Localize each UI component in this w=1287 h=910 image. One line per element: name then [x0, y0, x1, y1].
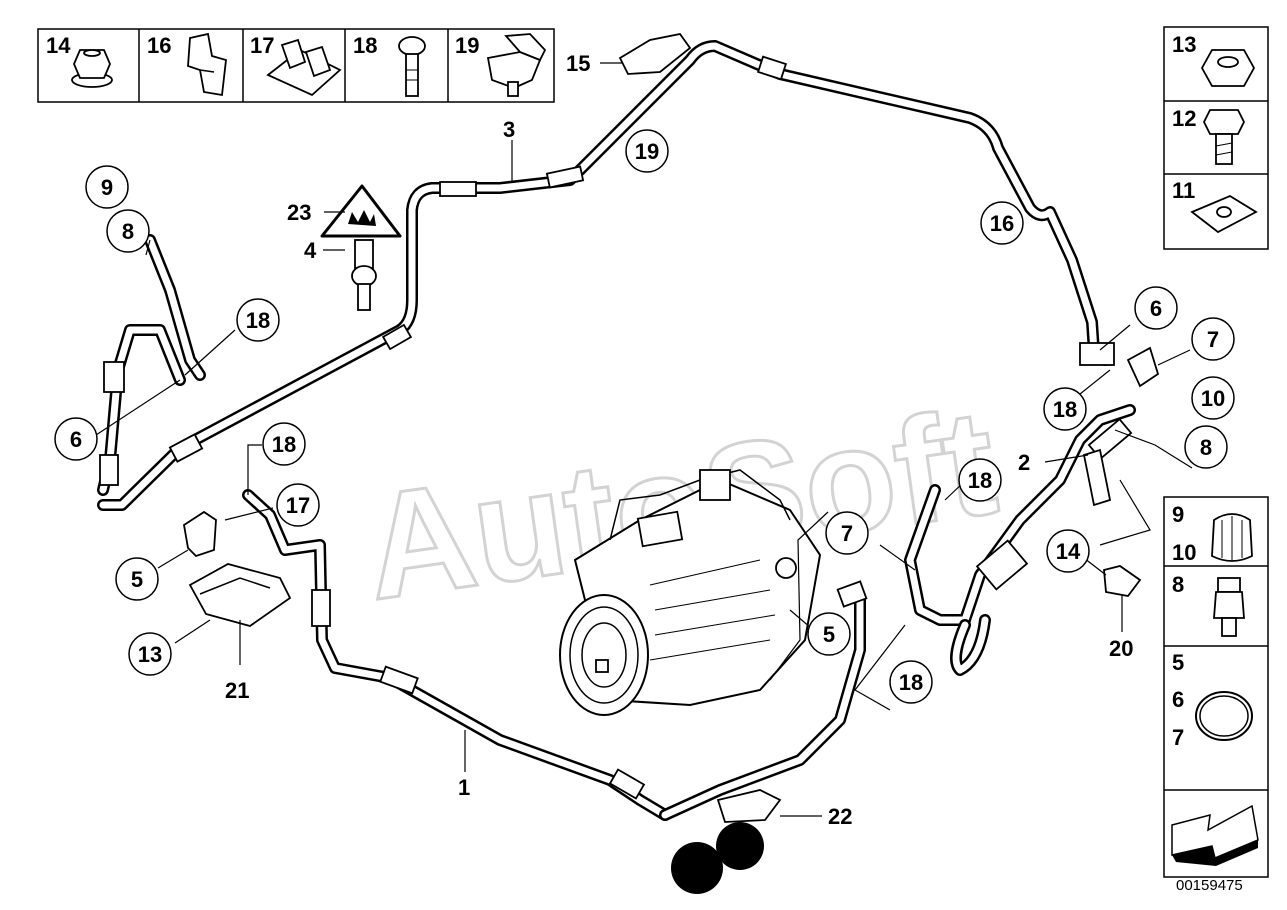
callout-5-left-text: 5 — [131, 567, 143, 592]
callout-19: 19 — [625, 129, 669, 173]
callout-18-center: 18 — [958, 458, 1002, 502]
callout-6-left: 6 — [54, 417, 98, 461]
legend-label-10: 10 — [1172, 540, 1196, 565]
callout-7-center-text: 7 — [841, 521, 853, 546]
hex-bolt-icon — [1202, 109, 1246, 165]
document-number: 00159475 — [1176, 877, 1243, 894]
legend-label-5: 5 — [1172, 650, 1184, 675]
label-4: 4 — [304, 238, 317, 263]
label-15: 15 — [566, 51, 590, 76]
top-legend-panel: 14 16 17 18 19 — [37, 28, 555, 103]
callout-8-right-text: 8 — [1200, 435, 1212, 460]
callout-16-text: 16 — [990, 211, 1014, 236]
callout-18-right-text: 18 — [1053, 397, 1077, 422]
bracket-22 — [716, 789, 782, 823]
callout-7-center: 7 — [825, 511, 869, 555]
callout-6-right: 6 — [1134, 286, 1178, 330]
pressure-sensor — [351, 239, 377, 311]
flange-nut-icon — [71, 49, 113, 88]
legend-label-8: 8 — [1172, 572, 1184, 597]
callout-18-bottom: 18 — [889, 660, 933, 704]
label-3: 3 — [503, 117, 515, 142]
pipe-line-5 — [659, 594, 866, 821]
pipe-fittings — [99, 55, 1133, 800]
o-ring-icon — [1195, 691, 1253, 741]
callout-8-left: 8 — [106, 209, 150, 253]
valve-cap-icon — [1211, 513, 1253, 562]
bracket-21 — [188, 563, 292, 627]
legend-label-13: 13 — [1172, 32, 1196, 57]
legend-label-19: 19 — [455, 33, 479, 58]
hose-clip-icon — [187, 32, 227, 97]
warning-label-triangle — [320, 184, 402, 238]
legend-label-18: 18 — [353, 33, 377, 58]
callout-6-right-text: 6 — [1150, 296, 1162, 321]
legend-label-17: 17 — [250, 33, 274, 58]
orientation-arrow-icon — [1171, 804, 1259, 866]
callout-13-text: 13 — [138, 642, 162, 667]
callout-10: 10 — [1191, 376, 1235, 420]
callout-8-left-text: 8 — [122, 219, 134, 244]
ac-compressor — [559, 469, 822, 716]
callout-5-center: 5 — [807, 612, 851, 656]
clip-20 — [1103, 565, 1142, 597]
right-legend-panel: 13 12 11 9 10 8 5 6 7 — [1163, 26, 1269, 878]
legend-label-16: 16 — [147, 33, 171, 58]
clip-5-left — [183, 510, 217, 558]
callout-9: 9 — [85, 165, 129, 209]
callout-14-text: 14 — [1056, 539, 1081, 564]
callout-17: 17 — [276, 483, 320, 527]
callout-9-text: 9 — [101, 175, 113, 200]
pipe-line-2 — [904, 404, 1136, 676]
blob-markers — [671, 822, 764, 894]
label-2: 2 — [1018, 450, 1030, 475]
callout-18-center-text: 18 — [968, 468, 992, 493]
callout-13: 13 — [128, 632, 172, 676]
callout-7-right-text: 7 — [1207, 327, 1219, 352]
legend-label-9: 9 — [1172, 502, 1184, 527]
callout-19-text: 19 — [635, 139, 659, 164]
label-20: 20 — [1109, 636, 1133, 661]
callout-18-bottom-text: 18 — [899, 670, 923, 695]
legend-label-14: 14 — [46, 33, 71, 58]
bracket-clip-icon — [266, 38, 342, 97]
legend-label-7: 7 — [1172, 725, 1184, 750]
pipe-line-3 — [97, 40, 1111, 511]
callout-18-mid: 18 — [262, 422, 306, 466]
label-1: 1 — [458, 775, 470, 800]
callout-6-left-text: 6 — [70, 427, 82, 452]
callout-18-left-text: 18 — [246, 308, 270, 333]
label-21: 21 — [225, 678, 249, 703]
label-23: 23 — [287, 200, 311, 225]
callout-17-text: 17 — [286, 493, 310, 518]
leader-lines — [95, 62, 1193, 817]
label-22: 22 — [828, 804, 852, 829]
clip-nut-icon — [1190, 194, 1258, 234]
callout-5-center-text: 5 — [823, 622, 835, 647]
service-valve-right — [1082, 346, 1160, 507]
callout-16: 16 — [980, 201, 1024, 245]
callout-10-text: 10 — [1201, 386, 1225, 411]
legend-label-11: 11 — [1172, 178, 1195, 203]
callout-8-right: 8 — [1184, 425, 1228, 469]
hex-nut-icon — [1200, 49, 1256, 87]
pipe-holder-icon — [486, 33, 547, 97]
callout-14: 14 — [1046, 529, 1090, 573]
callout-7-right: 7 — [1191, 317, 1235, 361]
callout-18-right: 18 — [1043, 387, 1087, 431]
bolt-icon — [398, 36, 426, 97]
callout-5-left: 5 — [115, 557, 159, 601]
legend-label-6: 6 — [1172, 687, 1184, 712]
callout-18-mid-text: 18 — [272, 432, 296, 457]
legend-label-12: 12 — [1172, 106, 1196, 131]
valve-core-icon — [1213, 577, 1245, 637]
bracket-15 — [618, 33, 692, 75]
callout-18-left: 18 — [236, 298, 280, 342]
